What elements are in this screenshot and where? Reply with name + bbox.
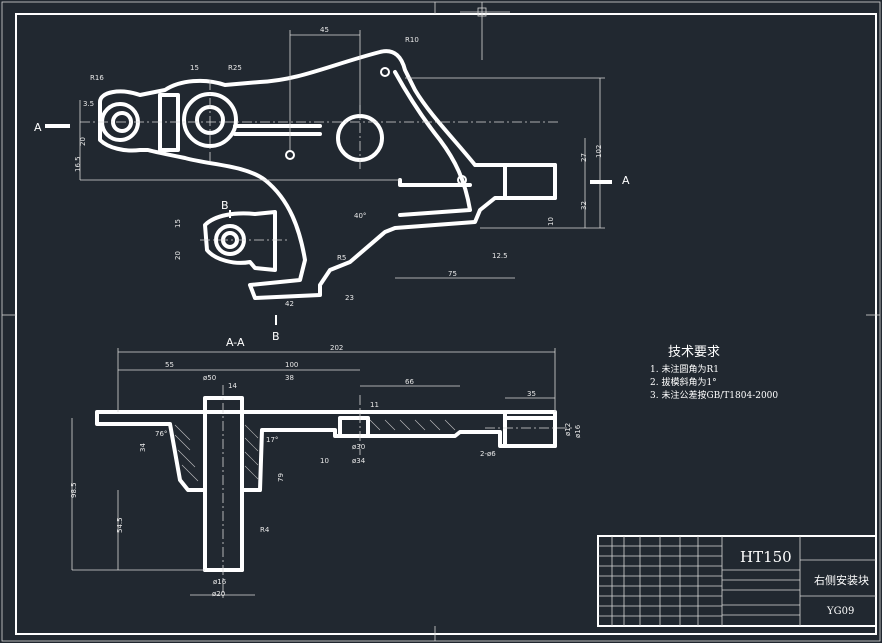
- dim-phi20: ø20: [212, 590, 225, 598]
- dim-102: 102: [595, 145, 603, 158]
- dim-79: 79: [277, 473, 285, 482]
- dim-phi16-bottom: ø16: [213, 578, 227, 586]
- dim-3-5: 3.5: [83, 100, 94, 108]
- dim-phi30: ø30: [352, 443, 365, 451]
- section-b-top-label: B: [221, 199, 229, 212]
- dim-42: 42: [285, 300, 294, 308]
- inner-border: [15, 13, 877, 635]
- section-hatching: [174, 419, 456, 482]
- top-view: A A B B 45 R10 R16 15 R25 3.5 20 16.5 27…: [34, 26, 630, 343]
- dim-phi34: ø34: [352, 457, 366, 465]
- dim-23: 23: [345, 294, 354, 302]
- tech-item-1: 1. 未注圆角为R1: [650, 363, 719, 375]
- dim-98-5: 98.5: [70, 482, 78, 498]
- dim-34-vertical: 34: [139, 443, 147, 452]
- material-text: HT150: [740, 548, 792, 566]
- dim-45: 45: [320, 26, 329, 34]
- dim-2-phi6: 2-ø6: [480, 450, 496, 458]
- tech-item-2: 2. 拔模斜角为1°: [650, 376, 717, 388]
- section-b-bottom-label: B: [272, 330, 280, 343]
- tech-requirements: 技术要求 1. 未注圆角为R1 2. 拔模斜角为1° 3. 未注公差按GB/T1…: [650, 345, 778, 401]
- dim-16-5: 16.5: [74, 156, 82, 172]
- title-block: HT150 右侧安装块 YG09: [597, 535, 877, 627]
- dim-75: 75: [448, 270, 457, 278]
- dim-r10: R10: [405, 36, 419, 44]
- dim-15: 15: [190, 64, 199, 72]
- dim-10: 10: [547, 217, 555, 226]
- dim-12-5: 12.5: [492, 252, 508, 260]
- dim-38: 38: [285, 374, 294, 382]
- dim-phi50: ø50: [203, 374, 216, 382]
- dim-r16: R16: [90, 74, 104, 82]
- dim-15b: 15: [174, 219, 182, 228]
- section-a-left-label: A: [34, 121, 42, 134]
- dim-17deg: 17°: [266, 436, 278, 444]
- tech-heading: 技术要求: [668, 345, 720, 360]
- dim-202: 202: [330, 344, 343, 352]
- section-aa-label: A-A: [226, 336, 245, 349]
- dim-phi16: ø16: [574, 424, 582, 438]
- dim-20b: 20: [174, 251, 182, 260]
- section-view: A-A 202 55 100: [70, 336, 582, 600]
- dim-54-5: 54.5: [116, 517, 124, 533]
- dim-r4: R4: [260, 526, 270, 534]
- dim-40deg: 40°: [354, 212, 366, 220]
- dim-66: 66: [405, 378, 414, 386]
- dim-20: 20: [79, 137, 87, 146]
- dim-10: 10: [320, 457, 329, 465]
- dim-phi12: ø12: [564, 423, 572, 436]
- dim-76deg: 76°: [155, 430, 167, 438]
- tech-item-3: 3. 未注公差按GB/T1804-2000: [650, 389, 778, 401]
- dim-r5: R5: [337, 254, 346, 262]
- drawing-number-text: YG09: [826, 606, 854, 617]
- dim-55: 55: [165, 361, 174, 369]
- section-a-right-label: A: [622, 174, 630, 187]
- dim-r25: R25: [228, 64, 242, 72]
- dim-35: 35: [527, 390, 536, 398]
- dim-27: 27: [580, 153, 588, 162]
- dim-14: 14: [228, 382, 237, 390]
- dim-32: 32: [580, 201, 588, 210]
- dim-11: 11: [370, 401, 379, 409]
- part-name-text: 右侧安装块: [814, 573, 869, 587]
- dim-100: 100: [285, 361, 298, 369]
